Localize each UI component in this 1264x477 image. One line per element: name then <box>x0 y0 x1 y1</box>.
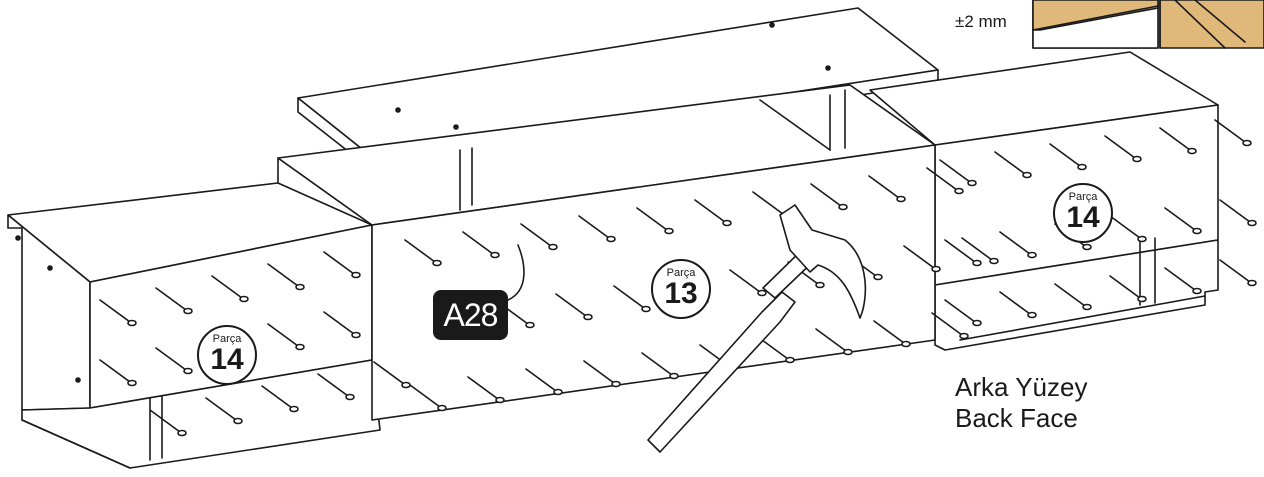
nail-icon <box>903 245 941 273</box>
nail-icon <box>939 159 977 187</box>
nail-icon <box>1104 135 1142 163</box>
hammer-icon <box>647 204 867 453</box>
part-word: Parça <box>212 333 242 345</box>
nail-icon <box>373 361 411 389</box>
nail-icon <box>462 231 500 259</box>
nail-icon <box>205 397 243 425</box>
nail-icon <box>1109 215 1147 243</box>
nail-icon <box>999 231 1037 259</box>
nail-icon <box>404 239 442 267</box>
left-cabinet <box>7 182 381 469</box>
nail-icon <box>931 312 969 340</box>
nail-icon <box>868 175 906 203</box>
nail-icon <box>583 360 621 388</box>
nail-icon <box>261 385 299 413</box>
nail-icon <box>267 263 305 291</box>
part-number: 13 <box>664 277 698 310</box>
part-label-left: Parça 14 <box>197 325 257 385</box>
tolerance-label: ±2 mm <box>955 12 1007 31</box>
nail-icon <box>641 352 679 380</box>
nail-icon <box>694 199 732 227</box>
nail-icon <box>1159 127 1197 155</box>
part-word: Parça <box>1068 191 1098 203</box>
nail-icon <box>944 239 982 267</box>
nail-icon <box>520 223 558 251</box>
nail-icon <box>467 376 505 404</box>
nail-icon <box>317 373 355 401</box>
nail-icon <box>267 323 305 351</box>
nail-icon <box>999 291 1037 319</box>
nail-icon <box>555 293 593 321</box>
part-label-right: Parça 14 <box>1053 183 1113 243</box>
nail-icon <box>99 299 137 327</box>
back-face-label-tr: Arka Yüzey <box>955 372 1088 402</box>
nail-icon <box>99 359 137 387</box>
part-word: Parça <box>666 267 696 279</box>
nail-icon <box>636 207 674 235</box>
part-number: 14 <box>1066 201 1100 234</box>
nail-icon <box>613 285 651 313</box>
nail-icon <box>525 368 563 396</box>
nail-icon <box>961 237 999 265</box>
nail-icon <box>729 269 767 297</box>
nail-icon <box>155 347 193 375</box>
nail-icon <box>409 384 447 412</box>
nail-icon <box>1109 275 1147 303</box>
nail-icon <box>149 409 187 437</box>
nail-icon <box>155 287 193 315</box>
nail-icon <box>1214 119 1252 147</box>
nail-icon <box>323 251 361 279</box>
part-number: 14 <box>210 343 244 376</box>
nail-icon <box>1219 259 1257 287</box>
nail-icon <box>1164 267 1202 295</box>
nail-icon <box>994 151 1032 179</box>
nail-icon <box>1219 199 1257 227</box>
nail-icon <box>1164 207 1202 235</box>
nail-icon <box>323 311 361 339</box>
fastener-code-badge: A28 <box>433 290 508 340</box>
nail-icon <box>815 328 853 356</box>
nail-icon <box>810 183 848 211</box>
nail-icon <box>578 215 616 243</box>
nail-icon <box>926 167 964 195</box>
back-face-label-en: Back Face <box>955 403 1078 433</box>
nail-icon <box>944 299 982 327</box>
nail-icon <box>873 320 911 348</box>
part-label-center: Parça 13 <box>651 259 711 319</box>
nail-icon <box>1049 143 1087 171</box>
fastener-callout-line <box>507 244 525 301</box>
nail-icon <box>1054 283 1092 311</box>
nail-icon <box>211 275 249 303</box>
wood-edge-detail <box>1032 0 1264 49</box>
